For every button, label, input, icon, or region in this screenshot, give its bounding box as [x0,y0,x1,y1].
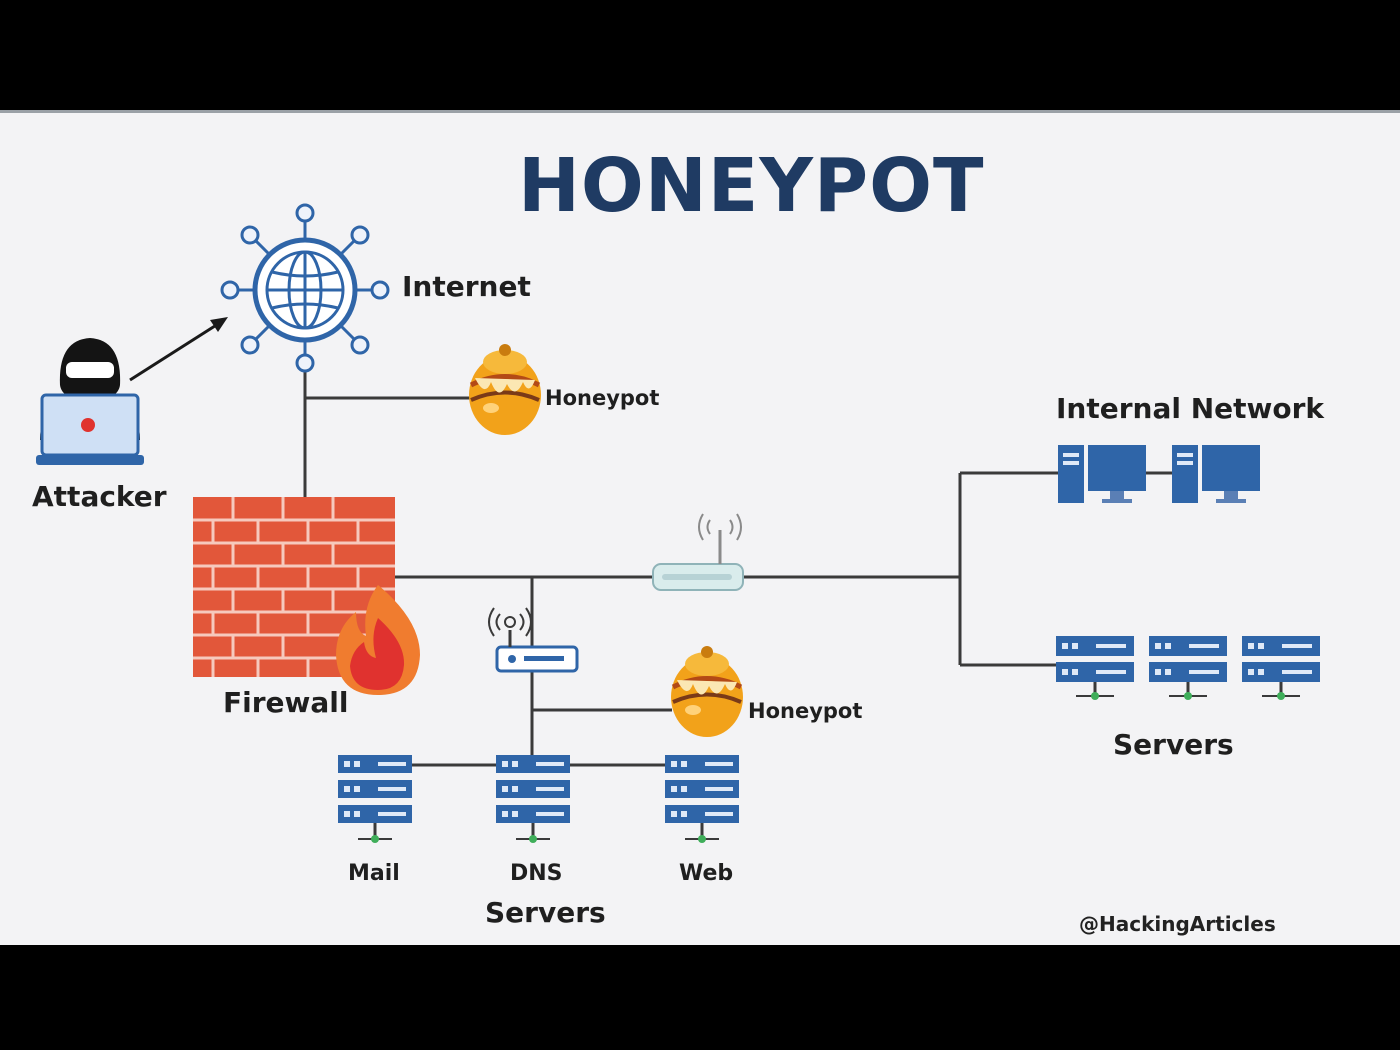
server-rack-icon [665,755,739,843]
wifi-icon [488,607,532,637]
wifi-icon [698,513,742,541]
servers-dmz-label: Servers [485,896,606,929]
server-rack-icon [496,755,570,843]
router-icon [652,513,744,591]
fire-icon [336,585,420,695]
firewall-label: Firewall [223,686,349,719]
globe-icon [220,203,390,373]
desktop-icon [1172,445,1260,503]
router-icon [488,607,579,673]
top-divider [0,110,1400,113]
server-rack-icon [338,755,412,843]
credit-label: @HackingArticles [1079,912,1276,936]
attack-arrow [129,317,228,382]
dns-server-label: DNS [510,861,563,886]
page-title: HONEYPOT [518,143,985,229]
honeypot-top-label: Honeypot [545,386,660,410]
honeypot-icon [469,344,541,435]
laptop-icon [36,393,144,465]
honeypot-icon [671,646,743,737]
desktop-icon [1058,445,1146,503]
mail-server-label: Mail [348,861,400,886]
web-server-label: Web [679,861,734,886]
server-rack-icon [1149,636,1227,700]
attacker-icon [36,338,144,465]
server-rack-icon [1242,636,1320,700]
honeypot-bottom-label: Honeypot [748,699,863,723]
server-rack-icon [1056,636,1134,700]
attacker-label: Attacker [32,480,167,513]
internal-network-label: Internal Network [1056,392,1325,425]
servers-internal-label: Servers [1113,728,1234,761]
internet-label: Internet [402,270,531,303]
connection-lines [303,360,1172,767]
